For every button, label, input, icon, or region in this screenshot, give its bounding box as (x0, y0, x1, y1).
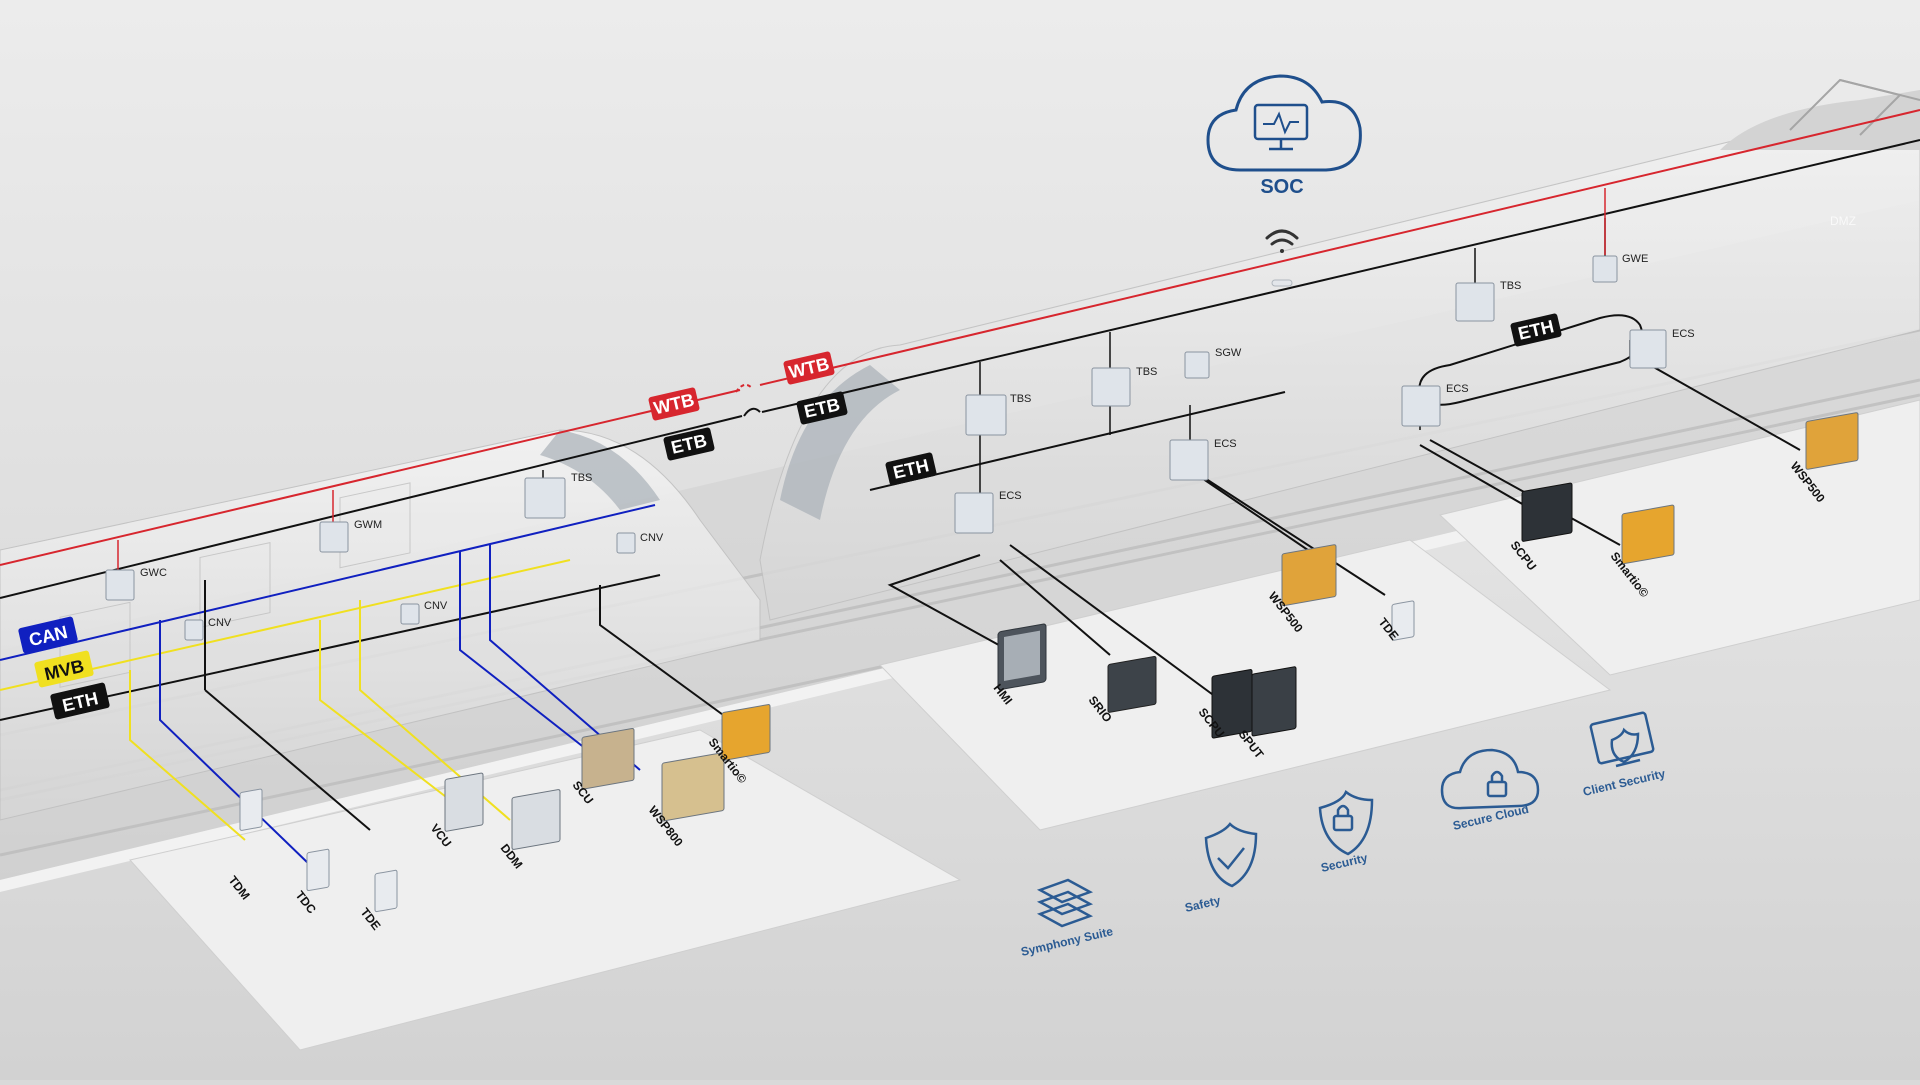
gwe-label: GWE (1622, 253, 1648, 265)
node-cnv-1: CNV (616, 532, 664, 554)
node-tbs-3: TBS (1091, 366, 1157, 407)
train-car-right: DMZ (759, 78, 1920, 621)
client-security-icon (1589, 711, 1655, 768)
node-sgw: SGW (1184, 347, 1242, 379)
gwm-label: GWM (354, 519, 382, 531)
bus-tag-eth-1: ETH (885, 452, 937, 486)
tbs-2-label: TBS (1010, 393, 1031, 405)
symphony-suite-icon (1036, 878, 1094, 928)
bus-tag-mvb: MVB (34, 650, 94, 688)
node-cnv-2: CNV (400, 600, 448, 625)
node-tbs-4: TBS (1455, 280, 1521, 322)
cnv-1-label: CNV (640, 532, 664, 544)
device-tde-2: TDE (1376, 600, 1415, 643)
eth-line-left (0, 574, 661, 721)
wtb-coupler (735, 383, 753, 393)
train-car-left (0, 429, 761, 821)
ecs-4-label: ECS (1672, 328, 1695, 340)
etb-line-right (761, 139, 1920, 413)
cnv-2-label: CNV (424, 600, 448, 612)
wtb-drops (117, 188, 1606, 575)
ecs-2-label: ECS (1214, 438, 1237, 450)
etb-line-left (0, 415, 743, 599)
bus-tag-can: CAN (18, 616, 78, 654)
tbs-4-label: TBS (1500, 280, 1521, 292)
ecs-1-label: ECS (999, 490, 1022, 502)
car-text-dmz: DMZ (1830, 214, 1856, 228)
device-hmi: HMI (991, 623, 1047, 707)
tbs-3-label: TBS (1136, 366, 1157, 378)
can-line (0, 504, 656, 661)
wtb-line-left (0, 389, 741, 566)
bus-tag-etb-2: ETB (796, 391, 848, 425)
node-ecs-3: ECS (1401, 383, 1469, 427)
eth-ring (1418, 314, 1644, 406)
gwc-label: GWC (140, 567, 167, 579)
node-gwm: GWM (319, 519, 382, 553)
node-tbs-1: TBS (524, 472, 592, 519)
soc-cloud-icon (1206, 74, 1362, 172)
bus-tag-eth-3: ETH (50, 682, 110, 720)
ecs-3-label: ECS (1446, 383, 1469, 395)
device-srio: SRIO (1086, 655, 1157, 725)
tbs-1-label: TBS (571, 472, 592, 484)
node-tbs-2: TBS (965, 393, 1031, 436)
device-scu: SCU (570, 728, 635, 807)
node-ecs-4: ECS (1629, 328, 1695, 369)
secure-cloud-icon (1440, 748, 1540, 810)
bus-tag-etb-1: ETB (663, 427, 715, 461)
etb-coupler (743, 407, 761, 417)
node-gwe: GWE (1592, 253, 1648, 283)
wifi-icon (1265, 229, 1299, 253)
cnv-3-label: CNV (208, 617, 232, 629)
bus-tag-wtb-1: WTB (648, 387, 700, 421)
pantograph (1789, 78, 1920, 136)
device-vcu: VCU (428, 772, 484, 850)
eth-line-right (869, 391, 1286, 491)
node-ecs-2: ECS (1169, 438, 1237, 481)
antenna (1271, 279, 1293, 287)
node-ecs-1: ECS (954, 490, 1022, 534)
node-gwc: GWC (105, 567, 167, 601)
safety-icon (1204, 822, 1258, 888)
sgw-label: SGW (1215, 347, 1242, 359)
mvb-line (0, 559, 571, 691)
security-icon (1318, 789, 1374, 856)
soc-label: SOC (1260, 176, 1303, 198)
bus-tag-eth-2: ETH (1510, 313, 1562, 347)
node-cnv-3: CNV (184, 617, 232, 641)
wtb-line-right (759, 109, 1920, 386)
